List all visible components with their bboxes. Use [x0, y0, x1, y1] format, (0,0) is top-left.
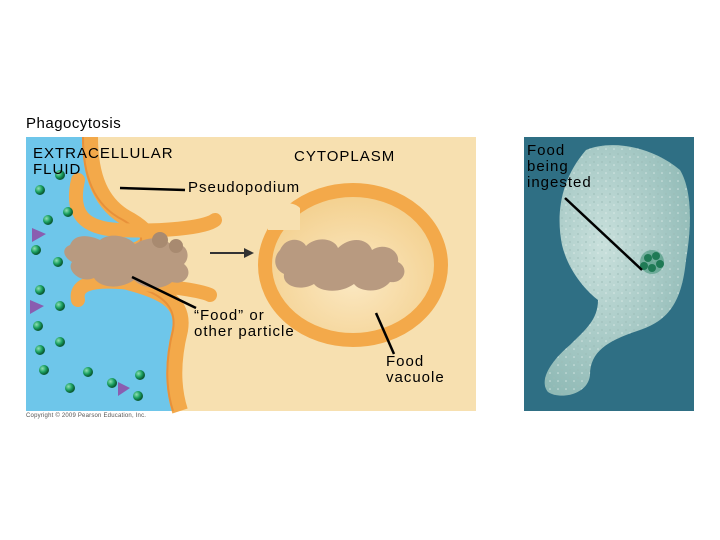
pseudopodium-upper — [68, 173, 222, 238]
extracellular-particles — [30, 170, 145, 401]
food-ingested-leader-line — [564, 197, 643, 271]
food-particle — [64, 235, 189, 288]
pseudopodium-label: Pseudopodium — [188, 179, 301, 196]
food-particle-leader-line — [131, 275, 197, 310]
food-ingested-label: Food being ingested — [527, 142, 592, 191]
pseudopodium-leader-line — [119, 186, 186, 192]
copyright-notice: Copyright © 2009 Pearson Education, Inc. — [26, 413, 147, 419]
page-title: Phagocytosis — [26, 115, 122, 132]
food-vacuole-leader-line — [374, 312, 396, 355]
extracellular-fluid-label: EXTRACELLULAR FLUID — [33, 145, 174, 178]
vacuole-food — [275, 239, 405, 291]
cytoplasm-label: CYTOPLASM — [294, 148, 396, 165]
food-vacuole-label: Food vacuole — [386, 353, 445, 386]
ingested-food-cluster — [640, 250, 664, 274]
process-arrowhead — [244, 248, 254, 258]
food-particle-label: “Food” or other particle — [194, 307, 295, 340]
